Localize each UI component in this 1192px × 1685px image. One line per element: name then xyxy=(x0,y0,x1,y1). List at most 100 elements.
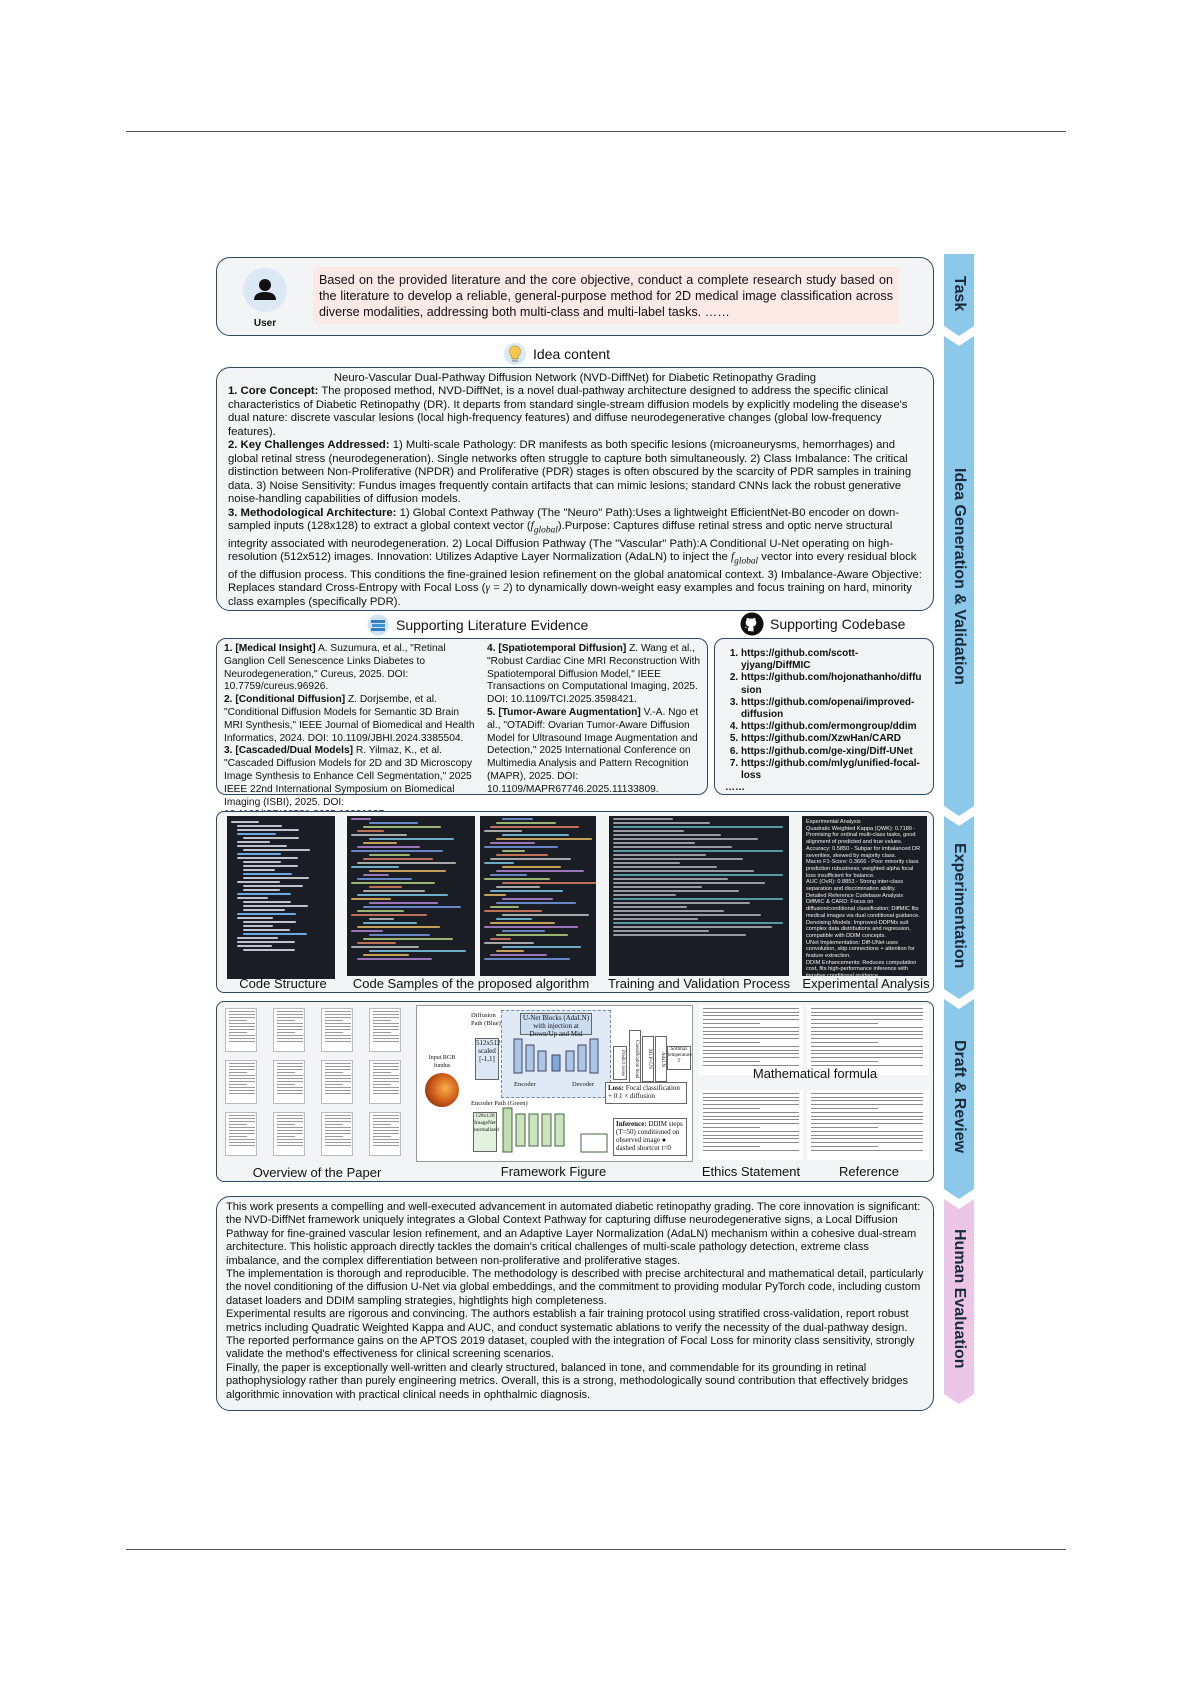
log-line xyxy=(613,894,676,896)
paper-text-line xyxy=(703,1126,761,1128)
code-line xyxy=(369,902,438,904)
code-line xyxy=(357,846,420,848)
code-line xyxy=(484,958,570,960)
log-line xyxy=(613,830,684,832)
paper-page-line xyxy=(277,1118,304,1119)
paper-page-line xyxy=(277,1023,304,1024)
paper-page-line xyxy=(373,1017,400,1018)
paper-page-line xyxy=(373,1069,400,1070)
paper-page-line xyxy=(373,1142,400,1143)
stage-segment xyxy=(944,1199,974,1404)
paper-page-line xyxy=(277,1035,304,1036)
code-line xyxy=(484,926,578,928)
code-line xyxy=(363,842,397,844)
experimental-analysis-panel: Experimental Analysis Quadratic Weighted… xyxy=(802,816,927,976)
literature-ref-4: 4. [Spatiotemporal Diffusion] Z. Wang et… xyxy=(487,643,705,707)
fig-green-blocks xyxy=(501,1106,613,1156)
repo-link-1[interactable]: https://github.com/scott-yjyang/DiffMIC xyxy=(741,648,927,672)
paper-text-line xyxy=(811,1145,879,1147)
paper-page-line xyxy=(373,1087,400,1088)
code-line xyxy=(490,922,555,924)
code-line xyxy=(484,910,542,912)
user-icon xyxy=(254,279,276,300)
idea-core-concept-head: 1. Core Concept: xyxy=(228,385,319,398)
paper-page-thumbnail xyxy=(225,1060,257,1104)
paper-page-line xyxy=(325,1087,352,1088)
paper-page-line xyxy=(373,1020,391,1021)
code-line xyxy=(484,830,522,832)
paper-page-line xyxy=(229,1127,256,1128)
paper-page-line xyxy=(373,1075,400,1076)
math-formula-page-2 xyxy=(807,1005,929,1075)
code-line xyxy=(357,894,448,896)
code-line xyxy=(369,870,446,872)
caption-framework: Framework Figure xyxy=(500,1164,607,1179)
code-line xyxy=(363,954,409,956)
file-tree xyxy=(227,821,335,951)
tree-line xyxy=(243,885,303,887)
paper-page-line xyxy=(277,1032,295,1033)
repo-link-7[interactable]: https://github.com/mlyg/unified-focal-lo… xyxy=(741,758,927,782)
paper-text-line xyxy=(811,1022,879,1024)
training-log-screenshot xyxy=(609,816,789,976)
paper-text-line xyxy=(703,1100,799,1102)
paper-text-line xyxy=(703,1064,799,1066)
paper-page-line xyxy=(277,1121,304,1122)
paper-page-line xyxy=(277,1072,295,1073)
code-line xyxy=(502,914,589,916)
fig-inference-box: Inference: DDIM steps (T=50) conditioned… xyxy=(613,1118,687,1156)
tree-line xyxy=(237,857,298,859)
paper-page-line xyxy=(277,1084,295,1085)
stage-label-evaluation: Human Evaluation xyxy=(951,1229,968,1369)
tree-line xyxy=(243,925,273,927)
paper-page-line xyxy=(373,1072,391,1073)
repo-link-2[interactable]: https://github.com/hojonathanho/diffusio… xyxy=(741,672,927,696)
repo-link-5[interactable]: https://github.com/XzwHan/CARD xyxy=(741,733,927,745)
caption-math: Mathematical formula xyxy=(752,1066,878,1081)
paper-text-line xyxy=(703,1092,799,1094)
paper-page-line xyxy=(229,1078,256,1079)
code-line xyxy=(363,826,441,828)
literature-ref-5-head: 5. [Tumor-Aware Augmentation] xyxy=(487,706,641,718)
github-icon xyxy=(740,612,764,636)
paper-text-line xyxy=(703,1138,799,1140)
paper-text-line xyxy=(811,1092,924,1094)
stage-label-idea: Idea Generation & Validation xyxy=(951,467,968,685)
paper-page-line xyxy=(373,1136,391,1137)
code-line xyxy=(351,818,371,820)
tree-line xyxy=(243,865,298,867)
paper-page-line xyxy=(373,1093,400,1094)
paper-page-line xyxy=(277,1124,295,1125)
paper-page-line xyxy=(229,1041,256,1042)
paper-text-line xyxy=(703,1111,799,1113)
repo-link-4[interactable]: https://github.com/ermongroup/ddim xyxy=(741,721,927,733)
mini-text-lines xyxy=(807,1092,929,1151)
codebase-more: …… xyxy=(725,782,745,794)
repo-link-3[interactable]: https://github.com/openai/improved-diffu… xyxy=(741,697,927,721)
log-line xyxy=(613,926,772,928)
paper-page-line xyxy=(277,1066,304,1067)
idea-header: Idea content xyxy=(503,342,610,366)
paper-text-line xyxy=(811,1053,924,1055)
paper-page-line xyxy=(277,1133,304,1134)
paper-page-thumbnail xyxy=(225,1008,257,1052)
paper-page-line xyxy=(277,1020,295,1021)
paper-page-line xyxy=(277,1075,304,1076)
log-line xyxy=(613,838,758,840)
paper-page-line xyxy=(373,1014,400,1015)
paper-page-line xyxy=(277,1139,304,1140)
repo-link-6[interactable]: https://github.com/ge-xing/Diff-UNet xyxy=(741,746,927,758)
tree-line xyxy=(243,905,308,907)
tree-line xyxy=(243,861,281,863)
paper-page-line xyxy=(325,1026,352,1027)
caption-overview: Overview of the Paper xyxy=(252,1165,382,1180)
paper-text-line xyxy=(703,1034,799,1036)
task-prompt: Based on the provided literature and the… xyxy=(313,267,899,324)
paper-text-line xyxy=(811,1107,879,1109)
paper-text-line xyxy=(703,1107,761,1109)
paper-page-line xyxy=(229,1035,256,1036)
paper-text-line xyxy=(703,1019,799,1021)
paper-page-line xyxy=(229,1075,256,1076)
paper-text-line xyxy=(811,1126,879,1128)
code-lines xyxy=(480,818,596,960)
